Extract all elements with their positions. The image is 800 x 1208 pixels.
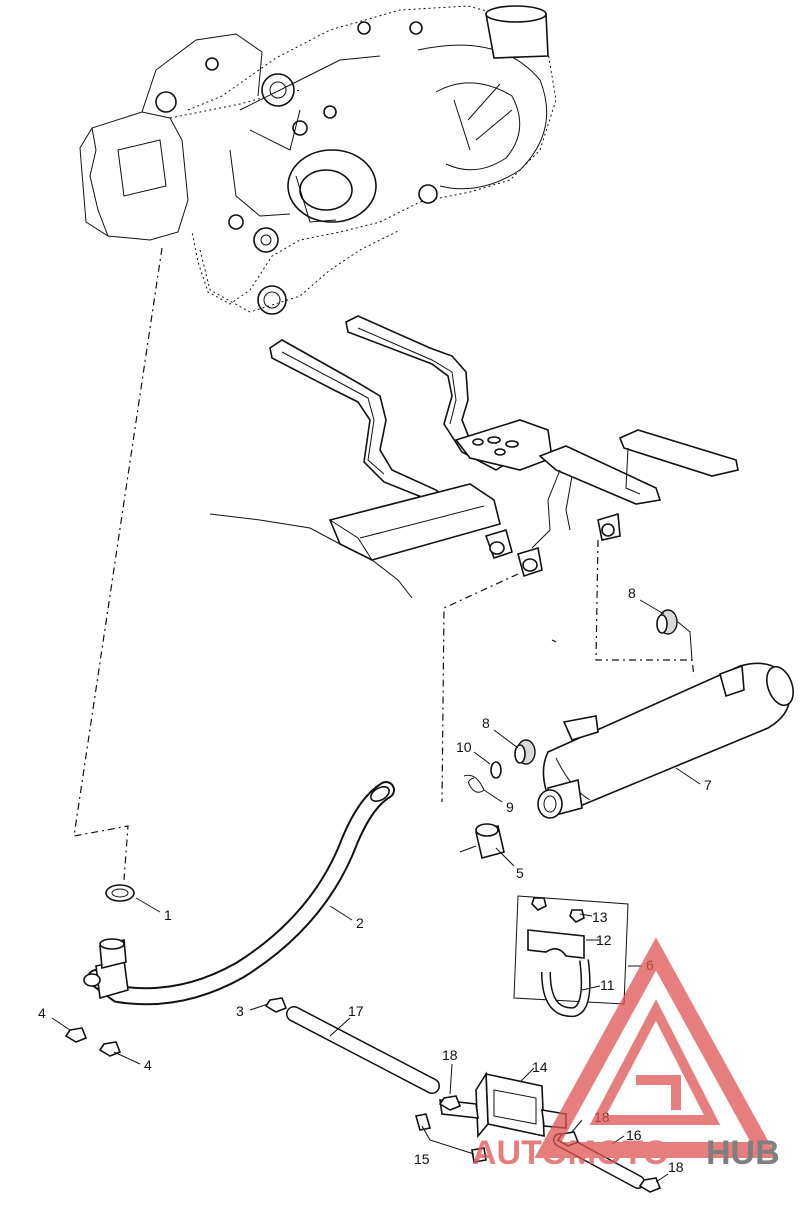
callout-15: 15 — [414, 1151, 430, 1167]
callout-18-top: 18 — [442, 1047, 458, 1063]
callout-4-right: 4 — [144, 1057, 152, 1073]
watermark-text-b: HUB — [706, 1134, 780, 1172]
frame-assembly — [209, 315, 739, 599]
sleeve — [459, 823, 505, 859]
callout-5: 5 — [516, 865, 524, 881]
callout-16: 16 — [626, 1127, 642, 1143]
callout-2: 2 — [356, 915, 364, 931]
nut — [64, 1027, 122, 1057]
callout-10: 10 — [456, 739, 472, 755]
callout-9: 9 — [506, 799, 514, 815]
callout-12: 12 — [596, 932, 612, 948]
callout-18-bottom: 18 — [668, 1159, 684, 1175]
valve-body — [414, 1071, 662, 1193]
callout-3: 3 — [236, 1003, 244, 1019]
callout-4-left: 4 — [38, 1005, 46, 1021]
callout-13: 13 — [592, 909, 608, 925]
reference-lines — [73, 247, 695, 881]
clip — [463, 774, 485, 793]
engine-assembly — [79, 5, 557, 315]
gasket — [105, 884, 135, 902]
callout-leaders — [51, 599, 701, 1183]
callout-1: 1 — [164, 907, 172, 923]
tube — [264, 997, 440, 1094]
exhaust-pipe — [83, 781, 395, 1006]
callout-14: 14 — [532, 1059, 548, 1075]
washer — [490, 761, 502, 779]
watermark-text-a: AUTOMOTO — [472, 1134, 669, 1172]
callout-17: 17 — [348, 1003, 364, 1019]
callout-11: 11 — [600, 977, 615, 993]
watermark-logo: AUTOMOTO HUB — [472, 937, 780, 1172]
callout-7: 7 — [704, 777, 712, 793]
callout-8-lower: 8 — [482, 715, 490, 731]
muffler — [537, 662, 794, 819]
callout-8-upper: 8 — [628, 585, 636, 601]
rubber-grommet — [514, 609, 678, 765]
clamp-kit — [513, 895, 629, 1018]
